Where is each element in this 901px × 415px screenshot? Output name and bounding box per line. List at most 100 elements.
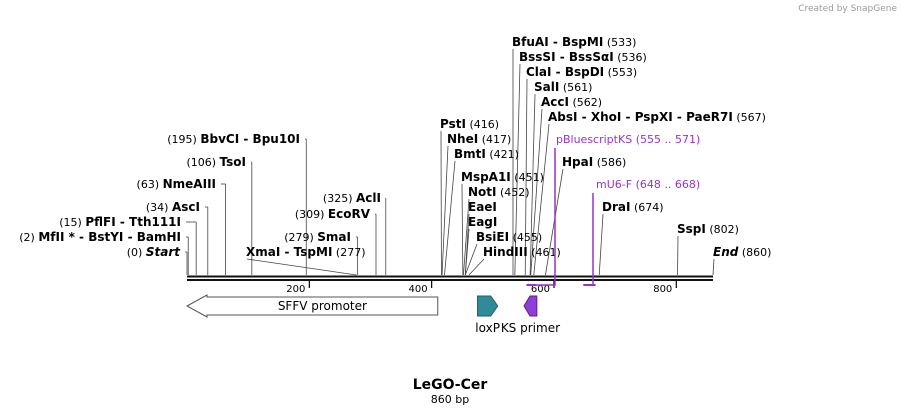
primer-name: mU6-F (596, 178, 632, 191)
site-position: (553) (608, 66, 638, 79)
enzyme-name: BspDI (565, 65, 604, 79)
site-label: BsiEI (455) (476, 230, 542, 244)
site-label: (309) EcoRV (295, 207, 371, 221)
map-length: 860 bp (431, 393, 469, 406)
feature-arrow (477, 295, 499, 317)
site-label: SspI (802) (677, 222, 739, 236)
site-label: DraI (674) (602, 200, 664, 214)
enzyme-name: PaeR7I (686, 110, 733, 124)
site-position: (674) (634, 201, 664, 214)
site-label: EagI (468, 215, 497, 229)
enzyme-name: BmtI (454, 147, 486, 161)
site-label: BmtI (421) (454, 147, 519, 161)
leader-line (524, 78, 528, 276)
enzyme-name: BsiEI (476, 230, 509, 244)
watermark: Created by SnapGene (798, 4, 897, 14)
leader-line (463, 198, 470, 276)
name-separator: - (75, 230, 88, 244)
ruler-tick-label: 800 (653, 284, 672, 295)
site-label: NheI (417) (447, 132, 511, 146)
enzyme-name: XhoI (591, 110, 622, 124)
name-separator: - (556, 50, 569, 64)
site-position: (195) (167, 133, 197, 146)
map-title: LeGO-Cer (413, 377, 488, 393)
site-position: (586) (597, 156, 627, 169)
primer-label: mU6-F (648 .. 668) (596, 178, 700, 191)
enzyme-name: SspI (677, 222, 706, 236)
site-label: NotI (452) (468, 185, 530, 199)
leader-line (712, 258, 715, 276)
ruler-tick-label: 600 (531, 284, 550, 295)
site-label: ClaI - BspDI (553) (526, 65, 637, 79)
site-position: (536) (617, 51, 647, 64)
site-label: HindIII (461) (483, 245, 561, 259)
enzyme-name: Tth111I (129, 215, 181, 229)
primer-range: (648 .. 668) (636, 178, 701, 191)
enzyme-name: EcoRV (328, 207, 371, 221)
enzyme-name: SalI (534, 80, 559, 94)
site-position: (421) (489, 148, 519, 161)
leader-line (529, 93, 536, 276)
site-label: End (860) (713, 245, 771, 259)
site-position: (562) (572, 96, 602, 109)
site-position: (802) (709, 223, 739, 236)
feature-arrow (523, 295, 538, 317)
enzyme-name: XmaI (246, 245, 280, 259)
leader-line (461, 183, 464, 276)
enzyme-name: NheI (447, 132, 478, 146)
site-position: (2) (19, 231, 35, 244)
leader-line (545, 168, 564, 276)
site-label: BfuAI - BspMI (533) (512, 35, 636, 49)
enzyme-name: EagI (468, 215, 497, 229)
enzyme-name: PflFI (85, 215, 115, 229)
site-position: (106) (186, 156, 216, 169)
site-label: AbsI - XhoI - PspXI - PaeR7I (567) (548, 110, 766, 124)
site-position: (455) (513, 231, 543, 244)
site-label: (63) NmeAIII (137, 177, 216, 191)
enzyme-name: TspMI (294, 245, 333, 259)
primer-range: (555 .. 571) (636, 133, 701, 146)
name-separator: - (280, 245, 293, 259)
name-separator: - (123, 230, 136, 244)
site-label: (106) TsoI (186, 155, 246, 169)
site-label: (0) Start (127, 245, 181, 259)
site-label: (2) MfII * - BstYI - BamHI (19, 230, 181, 244)
site-position: (309) (295, 208, 325, 221)
enzyme-name: End (713, 245, 739, 259)
enzyme-name: BbvCI (200, 132, 239, 146)
enzyme-name: AccI (541, 95, 569, 109)
site-label: (325) AclI (323, 191, 381, 205)
site-label: BssSI - BssSαI (536) (519, 50, 647, 64)
enzyme-name: BssSαI (569, 50, 614, 64)
site-label: MspA1I (451) (461, 170, 544, 184)
enzyme-name: BstYI (88, 230, 123, 244)
enzyme-name: DraI (602, 200, 630, 214)
site-position: (15) (59, 216, 82, 229)
primer-leader (583, 193, 594, 286)
enzyme-name: HpaI (562, 155, 593, 169)
enzyme-name: AclI (356, 191, 381, 205)
site-labels: (0) Start(2) MfII * - BstYI - BamHI(15) … (19, 35, 771, 259)
leader-line (533, 123, 550, 276)
enzyme-name: BssSI (519, 50, 556, 64)
primer-name: pBluescriptKS (556, 133, 632, 146)
site-leader-lines (185, 48, 715, 276)
site-label: PstI (416) (440, 117, 499, 131)
leader-line (468, 258, 485, 276)
site-position: (279) (284, 231, 314, 244)
leader-line (598, 213, 604, 276)
site-label: HpaI (586) (562, 155, 626, 169)
primer-label: pBluescriptKS (555 .. 571) (556, 133, 700, 146)
enzyme-name: Start (146, 245, 181, 259)
site-position: (277) (336, 246, 366, 259)
name-separator: - (551, 65, 564, 79)
site-position: (325) (323, 192, 353, 205)
enzyme-name: BamHI (137, 230, 181, 244)
sequence-backbone (187, 275, 713, 281)
name-separator: - (116, 215, 129, 229)
enzyme-name: HindIII (483, 245, 528, 259)
site-position: (452) (500, 186, 530, 199)
leader-line (444, 160, 456, 276)
